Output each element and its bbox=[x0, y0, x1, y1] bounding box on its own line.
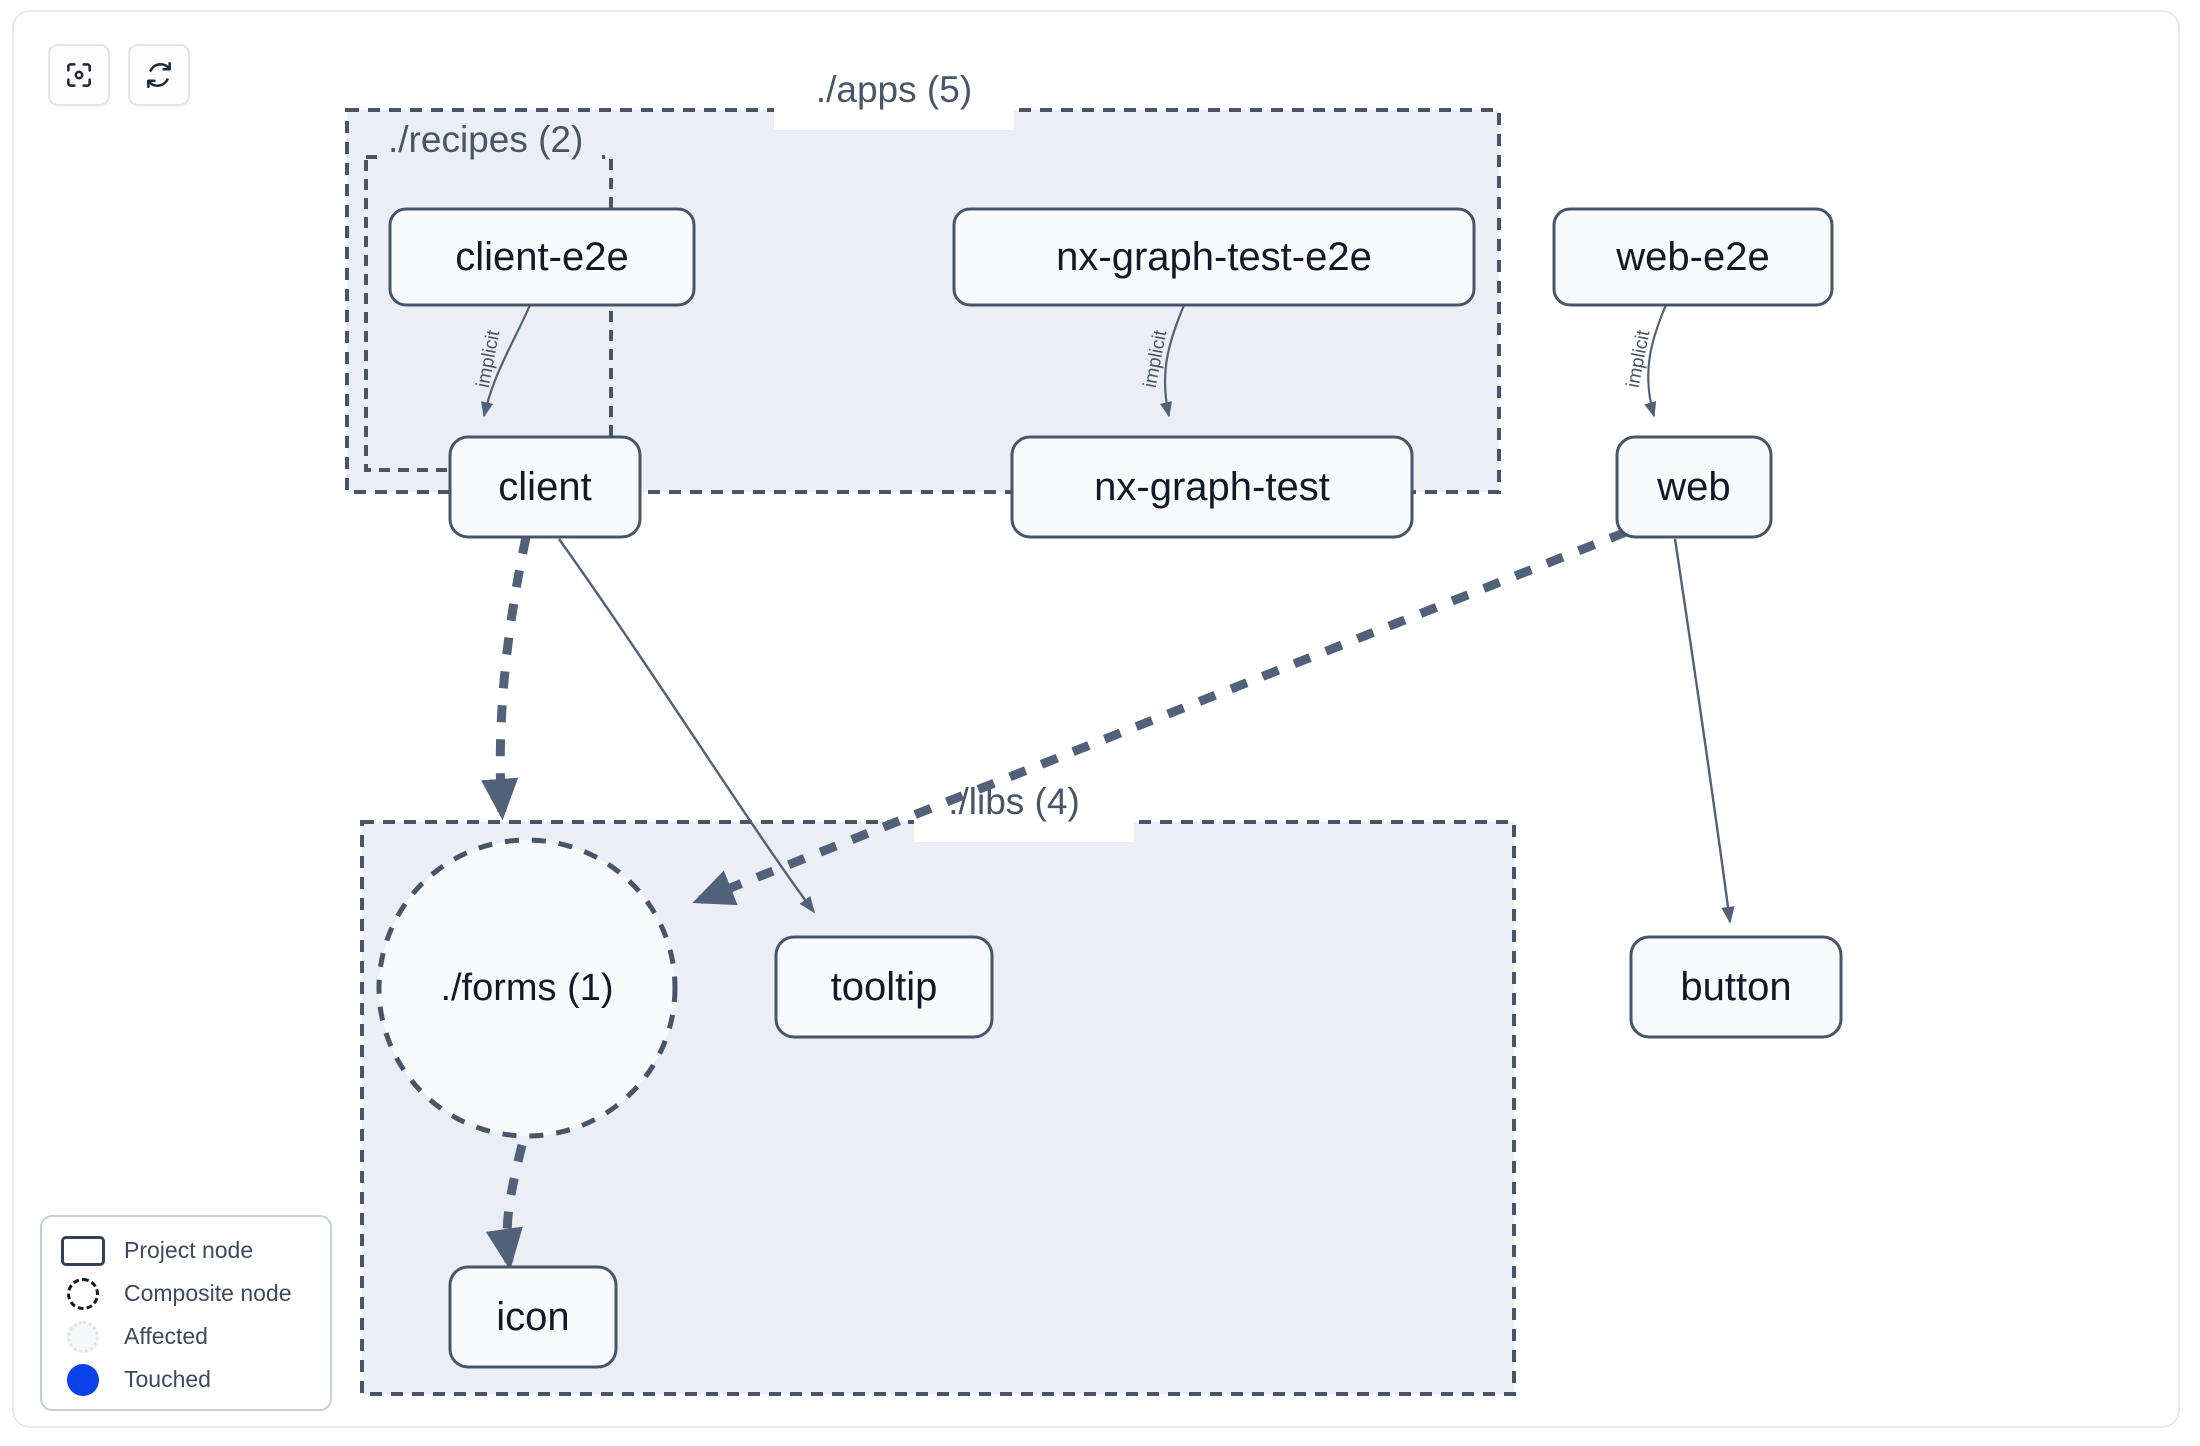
edge-path bbox=[558, 538, 816, 914]
graph-node-client[interactable]: client bbox=[448, 435, 642, 539]
legend-item-project-node: Project node bbox=[56, 1229, 316, 1272]
edge-path bbox=[1644, 304, 1668, 418]
node-box bbox=[1552, 207, 1834, 307]
refresh-graph-button[interactable] bbox=[128, 44, 190, 106]
touched-swatch bbox=[56, 1363, 110, 1396]
graph-node-tooltip[interactable]: tooltip bbox=[774, 935, 994, 1039]
composite-node-icon bbox=[67, 1277, 99, 1310]
node-label-nx-graph-test: nx-graph-test bbox=[1094, 465, 1330, 509]
focus-graph-button[interactable] bbox=[48, 44, 110, 106]
graph-node-forms-composite[interactable]: ./forms (1) bbox=[376, 837, 678, 1139]
group-libs-label-bg bbox=[914, 802, 1134, 842]
node-label-nx-graph-test-e2e: nx-graph-test-e2e bbox=[1056, 235, 1372, 279]
graph-node-button[interactable]: button bbox=[1629, 935, 1843, 1039]
node-box bbox=[448, 435, 642, 539]
edge-path bbox=[481, 304, 532, 418]
graph-card: ./apps (5) ./recipes (2) ./libs (4) impl… bbox=[12, 10, 2180, 1428]
legend-label-affected: Affected bbox=[124, 1323, 208, 1349]
affected-swatch bbox=[56, 1320, 110, 1353]
group-apps-label: ./apps (5) bbox=[816, 69, 972, 110]
group-libs-label: ./libs (4) bbox=[948, 781, 1080, 822]
node-box bbox=[448, 1265, 618, 1369]
graph-node-web[interactable]: web bbox=[1615, 435, 1773, 539]
edge-path bbox=[1673, 538, 1735, 924]
graph-node-nx-graph-test[interactable]: nx-graph-test bbox=[1010, 435, 1414, 539]
graph-edge-web-to-button[interactable] bbox=[1673, 538, 1735, 924]
node-label-client: client bbox=[498, 465, 591, 509]
group-recipes-box bbox=[364, 155, 613, 472]
node-label-web: web bbox=[1656, 465, 1730, 509]
project-node-swatch bbox=[56, 1235, 110, 1266]
graph-legend: Project node Composite node Affected Tou… bbox=[40, 1215, 332, 1411]
group-recipes-label-bg bbox=[382, 140, 602, 176]
node-label-web-e2e: web-e2e bbox=[1615, 235, 1769, 279]
graph-edge-client-to-forms[interactable] bbox=[481, 536, 531, 821]
refresh-icon bbox=[143, 59, 175, 91]
graph-edge-forms-to-icon[interactable] bbox=[485, 1143, 527, 1271]
legend-label-composite-node: Composite node bbox=[124, 1280, 292, 1306]
node-box bbox=[388, 207, 696, 307]
project-node-icon bbox=[61, 1235, 105, 1266]
node-label-forms: ./forms (1) bbox=[440, 967, 613, 1009]
composite-node-swatch bbox=[56, 1277, 110, 1310]
legend-item-affected: Affected bbox=[56, 1315, 316, 1358]
node-box bbox=[774, 935, 994, 1039]
graph-node-nx-graph-test-e2e[interactable]: nx-graph-test-e2e bbox=[952, 207, 1476, 307]
group-recipes-label: ./recipes (2) bbox=[388, 119, 583, 160]
legend-label-project-node: Project node bbox=[124, 1237, 254, 1263]
graph-toolbar bbox=[48, 44, 190, 106]
node-box bbox=[1615, 435, 1773, 539]
node-box bbox=[1010, 435, 1414, 539]
graph-node-web-e2e[interactable]: web-e2e bbox=[1552, 207, 1834, 307]
node-label-tooltip: tooltip bbox=[831, 965, 938, 1009]
touched-icon bbox=[67, 1363, 99, 1396]
group-apps-label-bg bbox=[774, 90, 1014, 130]
node-label-icon: icon bbox=[496, 1295, 569, 1339]
graph-edge-web-e2e-to-web[interactable]: implicit bbox=[1623, 304, 1668, 418]
graph-node-icon[interactable]: icon bbox=[448, 1265, 618, 1369]
node-box bbox=[1629, 935, 1843, 1039]
focus-target-icon bbox=[63, 59, 95, 91]
edge-path bbox=[485, 1143, 527, 1271]
edge-path bbox=[692, 527, 1628, 906]
legend-item-composite-node: Composite node bbox=[56, 1272, 316, 1315]
graph-edge-web-to-forms[interactable] bbox=[692, 527, 1628, 906]
edge-path bbox=[481, 536, 531, 821]
legend-label-touched: Touched bbox=[124, 1366, 211, 1392]
node-box bbox=[952, 207, 1476, 307]
graph-node-client-e2e[interactable]: client-e2e bbox=[388, 207, 696, 307]
edge-path bbox=[1159, 304, 1186, 418]
legend-item-touched: Touched bbox=[56, 1358, 316, 1401]
composite-node-circle bbox=[376, 837, 678, 1139]
graph-canvas[interactable]: ./apps (5) ./recipes (2) ./libs (4) impl… bbox=[14, 12, 2180, 1428]
affected-icon bbox=[67, 1320, 99, 1353]
node-label-client-e2e: client-e2e bbox=[455, 235, 628, 279]
graph-edge-client-to-tooltip[interactable] bbox=[558, 538, 816, 914]
node-label-button: button bbox=[1680, 965, 1791, 1009]
